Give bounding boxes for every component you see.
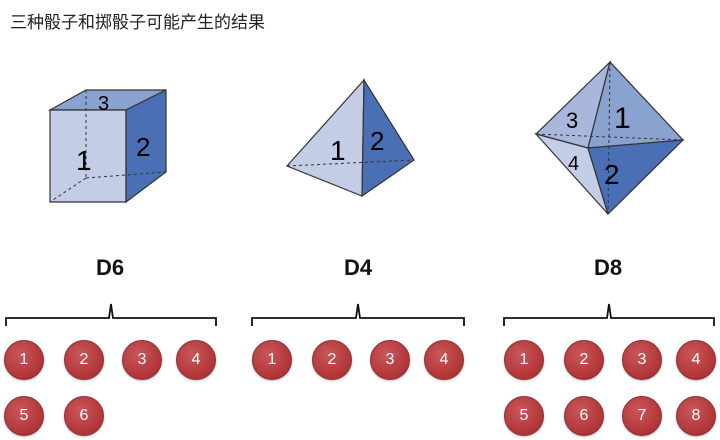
d6-outcome-6: 6 (64, 396, 104, 436)
d4-tetrahedron-illustration: 1 2 (285, 77, 415, 198)
d4-outcome-1: 1 (252, 340, 292, 380)
d4-face-2: 2 (370, 126, 384, 156)
d6-face-2: 2 (136, 132, 150, 162)
d8-outcome-2: 2 (564, 340, 604, 380)
d8-label: D8 (593, 255, 623, 280)
d6-outcomes: 1 2 3 4 5 6 (4, 340, 264, 440)
d8-outcome-6: 6 (564, 396, 604, 436)
d8-brace (503, 303, 715, 326)
d8-outcome-4: 4 (676, 340, 716, 380)
d6-outcome-2: 2 (64, 340, 104, 380)
d6-outcome-4: 4 (176, 340, 216, 380)
d6-face-1: 1 (76, 145, 92, 176)
d6-cube-illustration: 3 1 2 (47, 89, 167, 204)
d6-outcome-1: 1 (4, 340, 44, 380)
d6-outcome-3: 3 (122, 340, 162, 380)
d6-label: D6 (95, 255, 125, 280)
d8-face-1: 1 (614, 102, 631, 135)
d4-brace (251, 303, 465, 326)
d4-outcome-2: 2 (312, 340, 352, 380)
d8-face-2: 2 (604, 159, 620, 190)
d8-outcome-3: 3 (622, 340, 662, 380)
d8-outcome-8: 8 (676, 396, 716, 436)
d8-outcome-7: 7 (622, 396, 662, 436)
d6-face-3: 3 (98, 93, 109, 115)
d4-label: D4 (343, 255, 373, 280)
d6-outcome-5: 5 (4, 396, 44, 436)
d8-octahedron-illustration: 3 1 4 2 (534, 60, 685, 216)
d8-outcome-5: 5 (504, 396, 544, 436)
d4-face-1: 1 (330, 135, 346, 166)
d4-outcomes: 1 2 3 4 (250, 340, 510, 440)
page-title: 三种骰子和掷骰子可能产生的结果 (10, 13, 265, 33)
d6-brace (5, 303, 217, 326)
d4-outcome-4: 4 (424, 340, 464, 380)
d8-outcome-1: 1 (504, 340, 544, 380)
d8-face-3: 3 (566, 108, 578, 133)
d8-outcomes: 1 2 3 4 5 6 7 8 (504, 340, 720, 440)
d4-outcome-3: 3 (370, 340, 410, 380)
d8-face-4: 4 (568, 153, 579, 175)
